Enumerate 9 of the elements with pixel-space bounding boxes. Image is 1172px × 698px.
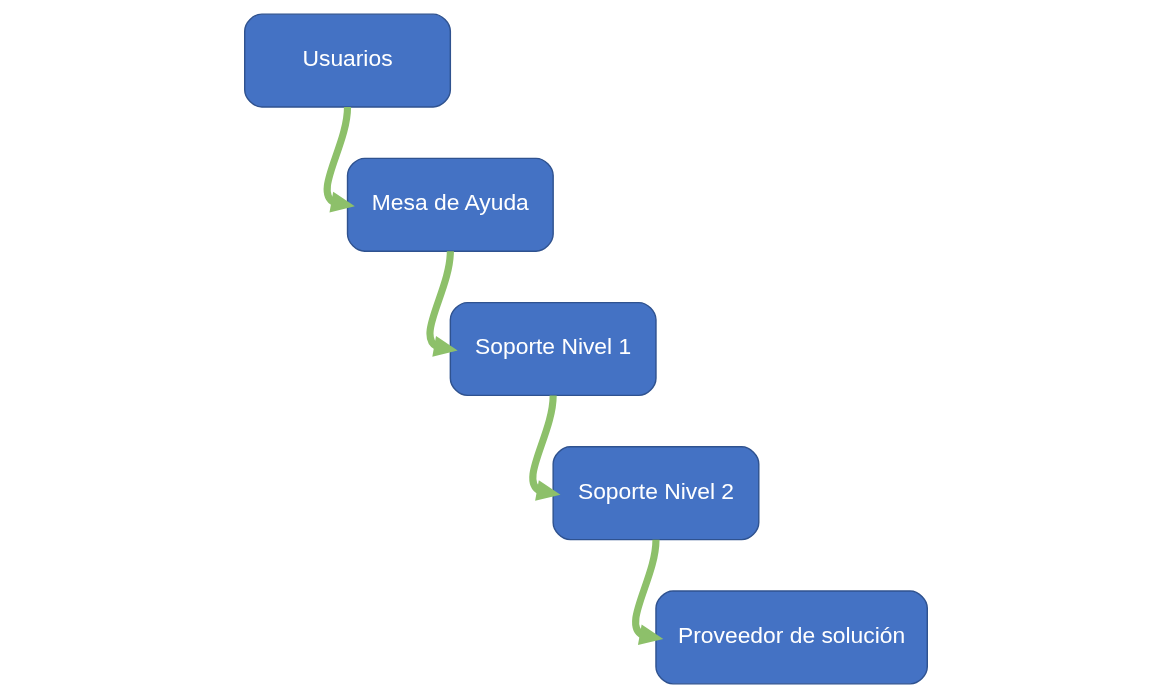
node-box: Proveedor de solución xyxy=(655,590,928,685)
arrow xyxy=(529,395,561,501)
node-box: Mesa de Ayuda xyxy=(346,157,554,252)
node-box: Soporte Nivel 1 xyxy=(449,301,657,397)
arrow xyxy=(323,106,355,213)
arrow xyxy=(426,250,458,357)
node-box: Soporte Nivel 2 xyxy=(552,446,760,541)
node-box: Usuarios xyxy=(244,13,452,108)
arrow xyxy=(632,539,664,646)
